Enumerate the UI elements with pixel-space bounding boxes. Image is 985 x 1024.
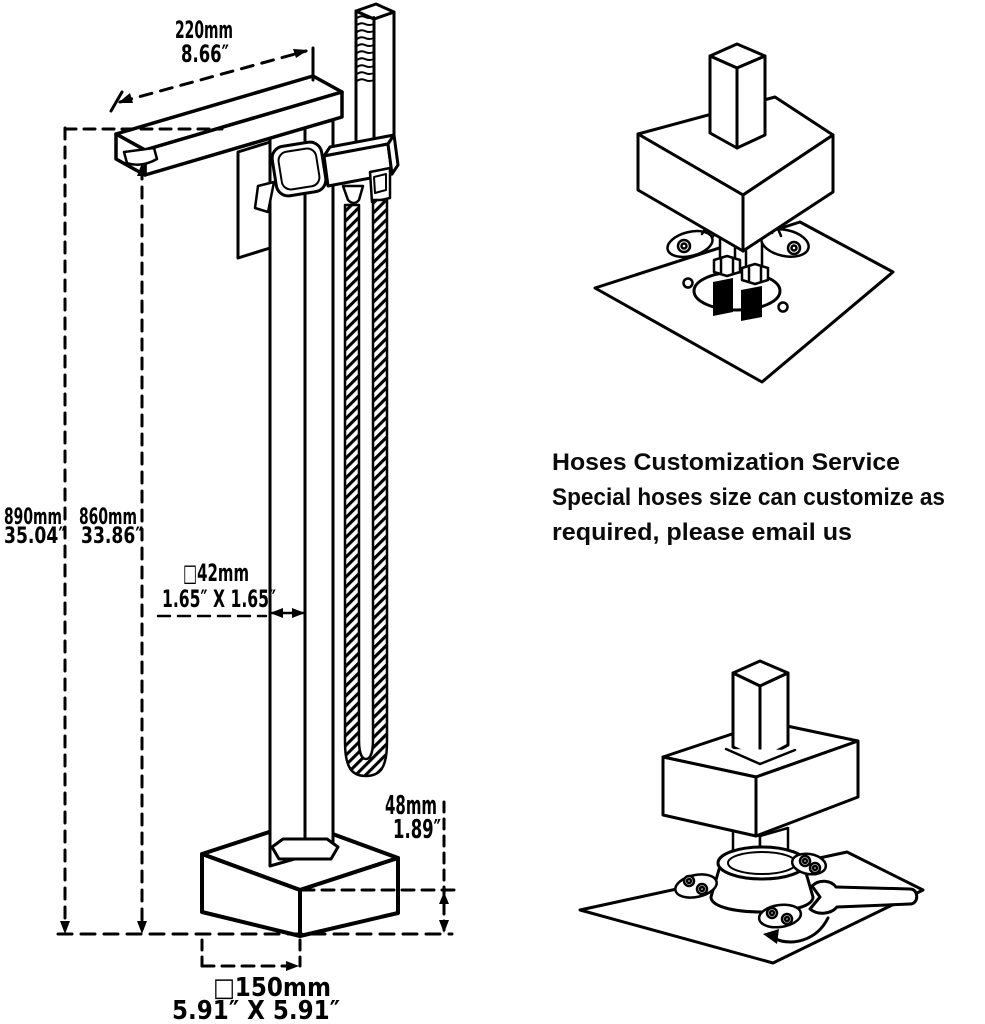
wand-spray-texture xyxy=(356,15,375,82)
hex-fittings xyxy=(712,254,770,286)
wing-bracket-b xyxy=(790,852,828,876)
handle-plate xyxy=(236,140,272,260)
label-column-in: 1.65″ X 1.65″ xyxy=(162,585,276,613)
label-total-in: 35.04″ xyxy=(4,524,66,549)
rotation-arrow-head xyxy=(763,929,779,944)
wrench xyxy=(808,879,919,915)
faucet-column xyxy=(268,118,335,868)
spout-aerator xyxy=(122,146,159,167)
wand-hose-connector-detail xyxy=(373,173,387,194)
dim-220-line xyxy=(118,49,308,104)
escutcheon-box-seated xyxy=(661,720,860,838)
label-column-mm: □42mm xyxy=(183,559,249,587)
column-base-collar xyxy=(270,837,340,861)
hoses-note-line3: required, please email us xyxy=(552,519,852,546)
dim-860-arrow-bottom xyxy=(137,921,147,934)
hose-stubs xyxy=(713,278,762,321)
dim-150-arrow xyxy=(286,961,299,971)
dim-220-arrow-left xyxy=(118,93,133,103)
screw-hole-right xyxy=(777,301,789,313)
handle-knob xyxy=(270,140,328,198)
dim-890-arrow xyxy=(60,921,70,934)
label-outlet-mm: 860mm xyxy=(79,505,137,530)
shower-hose xyxy=(343,198,389,778)
label-outlet-in: 33.86″ xyxy=(81,524,143,549)
dim-220-tick-left xyxy=(109,90,124,113)
label-baseh-in: 1.89″ xyxy=(393,815,441,845)
hose-outlet-nut xyxy=(341,184,365,205)
install-step-lifted xyxy=(593,42,895,384)
mount-flange xyxy=(709,845,815,914)
label-baseh-mm: 48mm xyxy=(385,791,437,821)
hoses-note: Hoses Customization Service Special hose… xyxy=(552,449,945,546)
screw-hole-left xyxy=(682,277,694,289)
handle-assembly xyxy=(236,140,328,260)
wing-bracket-a xyxy=(674,873,718,899)
label-total-mm: 890mm xyxy=(4,505,62,530)
column-post xyxy=(708,42,767,150)
install-step-seated xyxy=(578,659,925,965)
dimension-labels: 220mm 8.66″ 890mm 35.04″ 860mm 33.86″ □4… xyxy=(4,16,441,1024)
dimension-lines xyxy=(56,46,458,971)
handle-lever xyxy=(253,180,276,214)
dim-48-arrow-bottom xyxy=(439,920,449,933)
label-spout-in: 8.66″ xyxy=(181,40,229,68)
dim-860-arrow-top xyxy=(137,163,147,176)
dim-42-arrow-right xyxy=(292,608,305,618)
label-spout-mm: 220mm xyxy=(175,16,233,44)
dim-42-arrow-left xyxy=(270,608,283,618)
handle-knob-bevel xyxy=(277,147,321,191)
dim-48-arrow-top xyxy=(439,892,449,904)
label-base-in: 5.91″ X 5.91″ xyxy=(172,996,340,1024)
hoses-note-line2: Special hoses size can customize as xyxy=(552,484,945,511)
wing-bracket-c xyxy=(757,903,803,929)
label-base-mm: □150mm xyxy=(213,973,331,1003)
dim-220-arrow-right xyxy=(293,49,308,58)
column-post-seated xyxy=(724,659,797,766)
hoses-note-line1: Hoses Customization Service xyxy=(552,449,900,476)
faucet-drawing xyxy=(114,2,400,938)
